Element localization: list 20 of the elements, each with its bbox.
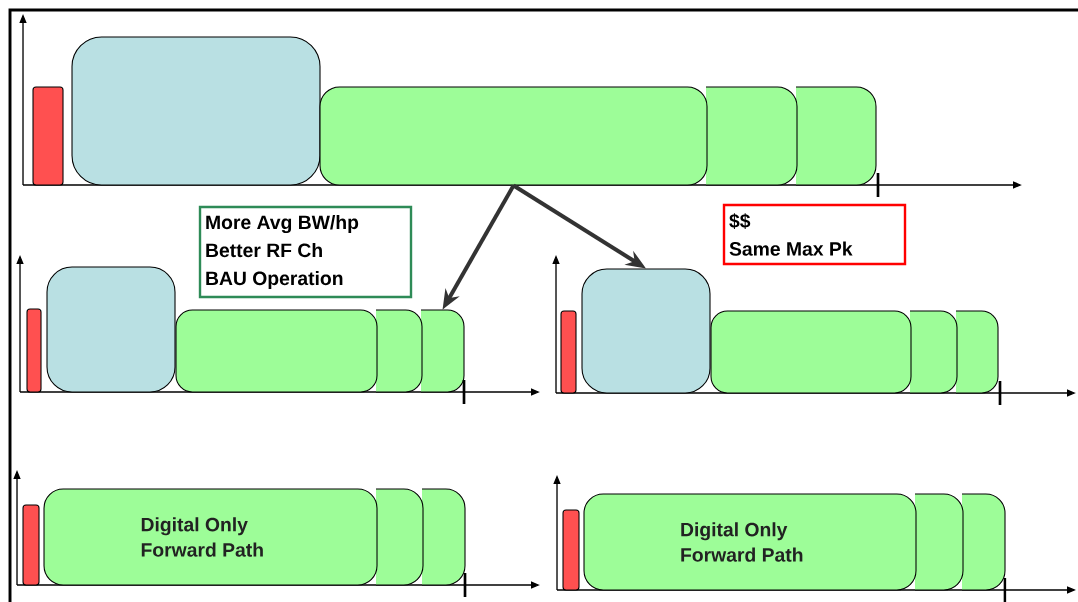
bar <box>560 310 577 394</box>
note-box: $$ Same Max Pk <box>722 203 907 266</box>
rounded-box <box>909 310 958 394</box>
rounded-box <box>705 86 798 186</box>
bar <box>26 308 42 393</box>
bar <box>22 504 40 586</box>
bar <box>562 509 580 591</box>
rounded-box <box>795 86 877 186</box>
rounded-box <box>961 493 1006 591</box>
rounded-box <box>421 488 466 586</box>
rounded-box <box>914 493 964 591</box>
rounded-box <box>581 268 711 394</box>
note-box: More Avg BW/hp Better RF Ch BAU Operation <box>198 205 413 299</box>
bar <box>32 86 64 186</box>
rounded-box <box>46 266 176 393</box>
rounded-box <box>955 310 999 394</box>
rounded-box <box>375 309 423 393</box>
rounded-box <box>71 36 321 186</box>
rounded-box <box>375 488 424 586</box>
rounded-box <box>420 309 465 393</box>
